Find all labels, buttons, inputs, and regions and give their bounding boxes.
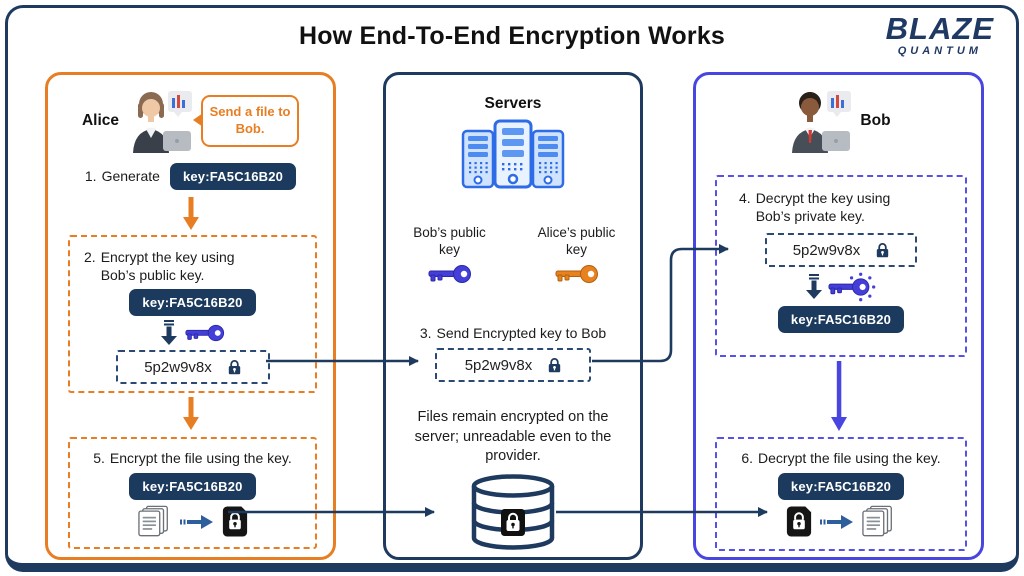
bob-cipher-text: 5p2w9v8x xyxy=(792,241,861,259)
step4-number: 4. xyxy=(739,190,751,206)
bob-step6-box: 6. Decrypt the file using the key. key:F… xyxy=(715,437,967,551)
step6-key-badge: key:FA5C16B20 xyxy=(777,473,905,501)
step5-number: 5. xyxy=(93,450,105,466)
lock-icon xyxy=(228,360,240,375)
navy-down-arrow-icon xyxy=(161,320,177,346)
orange-down-arrow-icon xyxy=(182,397,199,430)
brand-logo: BLAZE QUANTUM xyxy=(886,13,994,57)
step6-number: 6. xyxy=(741,450,754,466)
step4-text: Decrypt the key using Bob’s private key. xyxy=(755,190,891,225)
step1-key-badge: key:FA5C16B20 xyxy=(169,163,297,190)
step1-text: Generate xyxy=(101,168,160,185)
outer-frame xyxy=(5,5,1019,572)
step5-label: 5. Encrypt the file using the key. xyxy=(70,439,315,467)
alice-cipher-box: 5p2w9v8x xyxy=(115,350,270,385)
alice-public-key-col: Alice’s public key xyxy=(513,225,640,285)
speech-bubble-text: Send a file to Bob. xyxy=(209,104,291,136)
encrypted-file-lock-icon xyxy=(222,506,247,537)
bob-cipher-box: 5p2w9v8x xyxy=(765,233,917,268)
server-note: Files remain encrypted on the server; un… xyxy=(414,409,612,465)
servers-title: Servers xyxy=(484,95,542,112)
server-rack-icon xyxy=(461,119,565,189)
step6-text: Decrypt the file using the key. xyxy=(758,450,941,466)
database-icon xyxy=(471,474,555,550)
bob-step4-box: 4. Decrypt the key using Bob’s private k… xyxy=(715,175,967,357)
encrypted-file-lock-icon xyxy=(786,506,812,537)
public-key-blue-icon xyxy=(185,325,225,342)
step5-text: Encrypt the file using the key. xyxy=(109,450,292,466)
speech-bubble: Send a file to Bob. xyxy=(193,95,300,147)
bob-header: Bob xyxy=(696,85,981,157)
man-avatar-icon xyxy=(792,91,852,153)
alice-cipher-text: 5p2w9v8x xyxy=(144,358,212,376)
server-cipher-box: 5p2w9v8x xyxy=(435,348,591,382)
page-title: How End-To-End Encryption Works xyxy=(298,22,726,50)
bob-public-key-label: Bob’s public key xyxy=(413,225,486,257)
step3-text: Send Encrypted key to Bob xyxy=(436,325,607,341)
documents-icon xyxy=(137,505,168,537)
speech-bubble-tail-icon xyxy=(193,113,204,128)
step6-label: 6. Decrypt the file using the key. xyxy=(717,439,965,467)
brand-name: BLAZE xyxy=(885,11,994,46)
step2-encrypt-row xyxy=(70,320,315,346)
brand-subtitle: QUANTUM xyxy=(897,45,982,57)
step4-key-badge: key:FA5C16B20 xyxy=(777,306,905,334)
step5-key-badge: key:FA5C16B20 xyxy=(129,473,256,501)
alice-public-key-label: Alice’s public key xyxy=(537,225,616,257)
alice-header: Alice Send a file to Bob. xyxy=(48,85,333,157)
lock-icon xyxy=(877,243,889,258)
orange-down-arrow-icon xyxy=(182,197,199,230)
indigo-down-arrow-icon xyxy=(830,361,847,431)
step2-key-badge: key:FA5C16B20 xyxy=(129,289,256,317)
public-keys-row: Bob’s public key Alice’s public key xyxy=(386,225,640,285)
server-cipher-text: 5p2w9v8x xyxy=(464,356,533,374)
blue-right-arrow-icon xyxy=(179,514,213,529)
step4-label: 4. Decrypt the key using Bob’s private k… xyxy=(717,177,965,225)
step6-decrypt-row xyxy=(717,505,965,538)
alice-step5-box: 5. Encrypt the file using the key. key:F… xyxy=(68,437,317,549)
woman-avatar-icon xyxy=(133,91,193,153)
documents-icon xyxy=(862,505,892,537)
lock-icon xyxy=(549,358,561,373)
alice-step1-row: 1. Generate key:FA5C16B20 xyxy=(48,163,333,190)
alice-name-label: Alice xyxy=(81,112,120,129)
alice-panel: Alice Send a file to Bob. xyxy=(45,72,336,560)
public-key-blue-icon xyxy=(428,264,471,283)
step2-label: 2. Encrypt the key using Bob’s public ke… xyxy=(70,237,315,284)
step4-decrypt-row xyxy=(717,272,965,302)
public-key-orange-icon xyxy=(555,264,598,283)
bob-name-label: Bob xyxy=(860,112,891,129)
blue-right-arrow-icon xyxy=(820,514,853,529)
alice-step2-box: 2. Encrypt the key using Bob’s public ke… xyxy=(68,235,317,393)
step1-number: 1. xyxy=(84,168,97,185)
navy-down-arrow-icon xyxy=(805,274,822,300)
bob-panel: Bob 4. Decrypt the key using Bob’s priva… xyxy=(693,72,984,560)
step2-text: Encrypt the key using Bob’s public key. xyxy=(100,249,235,284)
servers-panel: Servers xyxy=(383,72,643,560)
step1-label: 1. Generate xyxy=(85,167,160,185)
step3-number: 3. xyxy=(419,325,432,341)
step2-number: 2. xyxy=(84,249,96,265)
bob-public-key-col: Bob’s public key xyxy=(386,225,513,285)
step3-label: 3. Send Encrypted key to Bob xyxy=(386,324,640,342)
private-key-icon xyxy=(827,273,875,302)
step5-encrypt-row xyxy=(70,505,315,538)
